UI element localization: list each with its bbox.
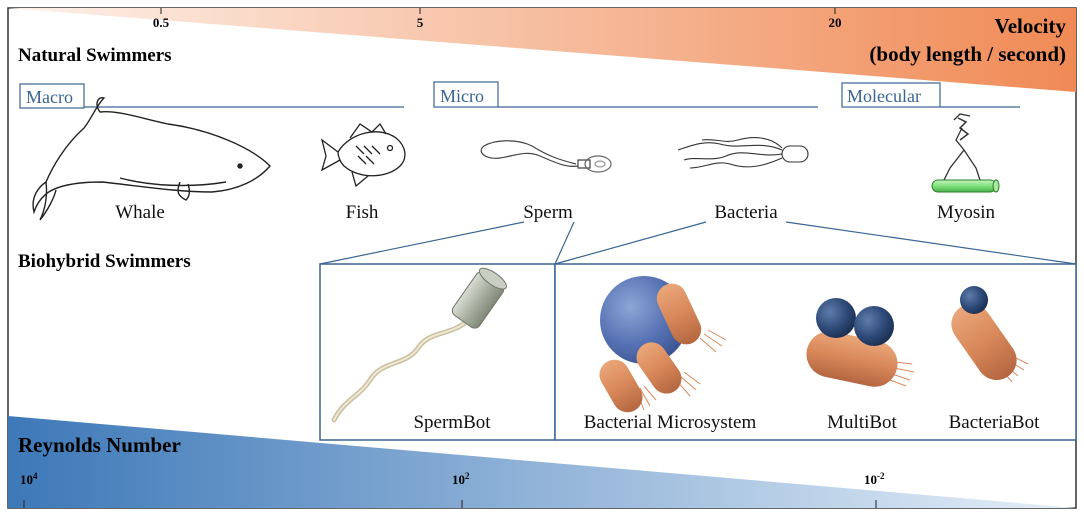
fish-icon [320,122,406,188]
bacteria-icon [677,137,809,169]
organism-label: Fish [346,202,379,223]
multibot-icon [806,298,915,387]
velocity-tick-label: 5 [417,15,424,30]
organism-label: Myosin [937,202,996,223]
robot-label: BacteriaBot [949,412,1040,433]
bacterial-microsystem-icon [599,276,727,413]
velocity-tick-label: 0.5 [153,15,170,30]
organism-label: Whale [115,202,165,223]
velocity-title: Velocity [994,14,1066,38]
velocity-wedge [8,8,1076,92]
reynolds-ticks: 104 102 10-2 [20,471,885,508]
reynolds-tick-label: 102 [452,471,470,487]
biohybrid-swimmers-heading: Biohybrid Swimmers [18,251,191,272]
robot-label: Bacterial Microsystem [584,412,757,433]
spermbot-icon [331,267,507,423]
category-label: Macro [26,87,73,107]
category-label: Micro [440,86,484,106]
connector-lines [319,221,1077,265]
reynolds-title: Reynolds Number [18,433,181,457]
velocity-unit: (body length / second) [869,42,1066,66]
reynolds-tick-label: 10-2 [864,471,885,487]
reynolds-tick-label: 104 [20,471,38,487]
whale-icon [32,97,271,221]
spermbot-panel [319,263,556,441]
organism-label: Sperm [523,202,573,223]
reynolds-wedge [8,416,1076,508]
natural-swimmers-heading: Natural Swimmers [18,45,172,66]
robot-label: MultiBot [827,412,897,433]
category-molecular: Molecular [841,82,1020,108]
category-label: Molecular [847,86,921,106]
velocity-ticks: 0.5 5 20 [153,8,842,30]
category-macro: Macro [19,83,404,109]
sperm-icon [480,140,612,173]
myosin-icon [931,113,1000,193]
organism-label: Bacteria [714,202,778,223]
velocity-tick-label: 20 [829,15,842,30]
category-micro: Micro [433,81,818,108]
bacteriabot-icon [951,286,1029,383]
robot-label: SpermBot [413,412,491,433]
